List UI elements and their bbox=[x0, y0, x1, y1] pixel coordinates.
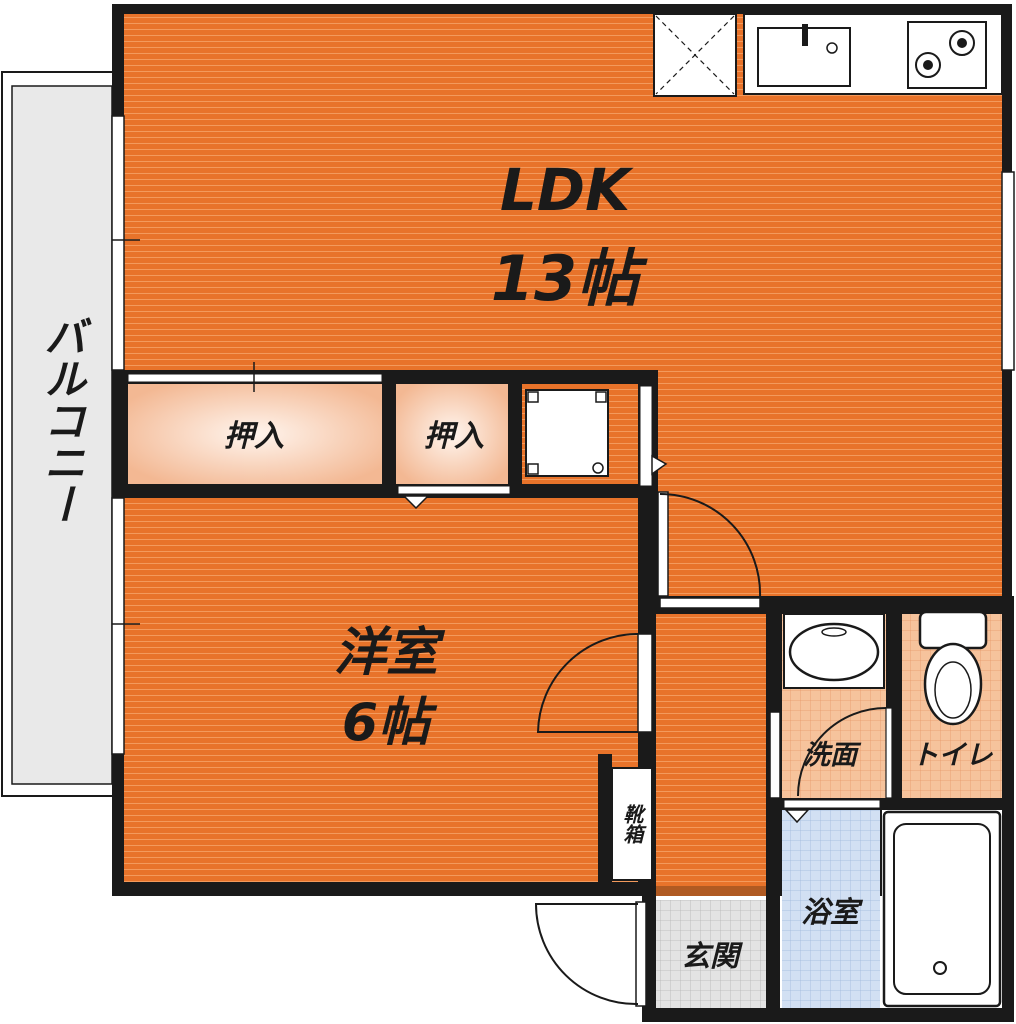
closet-1 bbox=[128, 384, 382, 484]
wash-label: 洗面 bbox=[803, 740, 862, 771]
balcony bbox=[1, 71, 115, 797]
window-western bbox=[111, 497, 125, 755]
ldk-size: 13帖 bbox=[491, 242, 648, 315]
toilet-label: トイレ bbox=[912, 740, 994, 771]
bath-label: 浴室 bbox=[801, 895, 864, 929]
window-right bbox=[1001, 171, 1015, 371]
western-floor bbox=[124, 498, 638, 882]
shoe-box bbox=[611, 767, 653, 881]
door-entrance bbox=[534, 901, 647, 1007]
closet-1-label: 押入 bbox=[224, 419, 284, 454]
bath-floor bbox=[782, 810, 880, 1008]
balcony-label: バルコニー bbox=[38, 315, 87, 525]
western-size: 6帖 bbox=[342, 693, 438, 753]
ldk-floor-lower bbox=[658, 370, 1002, 596]
closet-2 bbox=[396, 384, 508, 484]
door-western bbox=[536, 633, 653, 733]
western-label: 洋室 bbox=[334, 623, 446, 683]
washer-pan bbox=[525, 389, 609, 477]
door-wash bbox=[769, 707, 893, 824]
closet-2-label: 押入 bbox=[424, 419, 484, 454]
entrance-floor bbox=[656, 900, 766, 1008]
bathtub bbox=[882, 810, 1002, 1008]
hallway-floor bbox=[656, 614, 766, 886]
shoe-label: 靴箱 bbox=[619, 804, 644, 844]
entrance-label: 玄関 bbox=[681, 939, 743, 973]
kitchen-counter bbox=[653, 13, 1003, 97]
window-ldk bbox=[111, 115, 125, 371]
door-ldk bbox=[657, 491, 762, 609]
ldk-label: LDK bbox=[500, 156, 634, 224]
washbasin bbox=[783, 613, 885, 689]
toilet-fixture bbox=[918, 610, 988, 726]
